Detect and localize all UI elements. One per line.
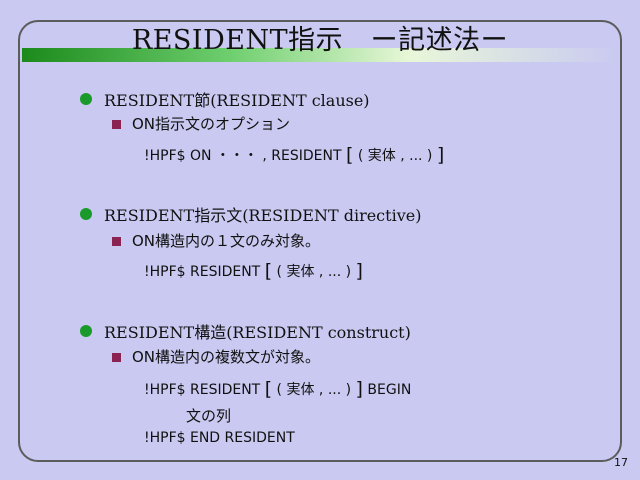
bullet-dot-icon: [80, 208, 92, 220]
section-heading: RESIDENT構造(RESIDENT construct): [104, 323, 411, 342]
right-bracket: ]: [436, 144, 445, 166]
left-bracket: [: [345, 144, 354, 166]
code-args: ( 実体 , ... ): [272, 264, 356, 280]
code-line: !HPF$ RESIDENT [ ( 実体 , ... ) ] BEGIN: [144, 378, 411, 400]
section-subheading: ON指示文のオプション: [132, 115, 291, 133]
sub-bullet-square-icon: [112, 353, 121, 362]
title-underline-bar: [22, 48, 620, 62]
code-args: ( 実体 , ... ): [272, 382, 356, 398]
section-subheading: ON構造内の複数文が対象。: [132, 348, 321, 366]
page-number: 17: [614, 456, 628, 469]
code-line: !HPF$ RESIDENT [ ( 実体 , ... ) ]: [144, 260, 363, 282]
code-body-line: 文の列: [186, 407, 232, 425]
code-prefix: !HPF$ ON ・・・ , RESIDENT: [144, 148, 346, 164]
slide-title: RESIDENT指示 ー記述法ー: [131, 25, 509, 56]
code-prefix: !HPF$ RESIDENT: [144, 264, 265, 280]
left-bracket: [: [264, 260, 273, 282]
bullet-dot-icon: [80, 325, 92, 337]
section-subheading: ON構造内の１文のみ対象。: [132, 232, 321, 250]
code-prefix: !HPF$ RESIDENT: [144, 382, 265, 398]
section-heading: RESIDENT指示文(RESIDENT directive): [104, 206, 422, 225]
sub-bullet-square-icon: [112, 237, 121, 246]
sub-bullet-square-icon: [112, 120, 121, 129]
bullet-dot-icon: [80, 93, 92, 105]
code-suffix: BEGIN: [362, 382, 412, 398]
slide-frame: [18, 20, 622, 462]
right-bracket: ]: [355, 260, 363, 282]
left-bracket: [: [264, 378, 273, 400]
code-end-line: !HPF$ END RESIDENT: [144, 430, 295, 446]
section-heading: RESIDENT節(RESIDENT clause): [104, 91, 370, 110]
right-bracket: ]: [355, 378, 363, 400]
code-args: ( 実体 , ... ): [353, 148, 437, 164]
code-line: !HPF$ ON ・・・ , RESIDENT [ ( 実体 , ... ) ]: [144, 144, 444, 166]
